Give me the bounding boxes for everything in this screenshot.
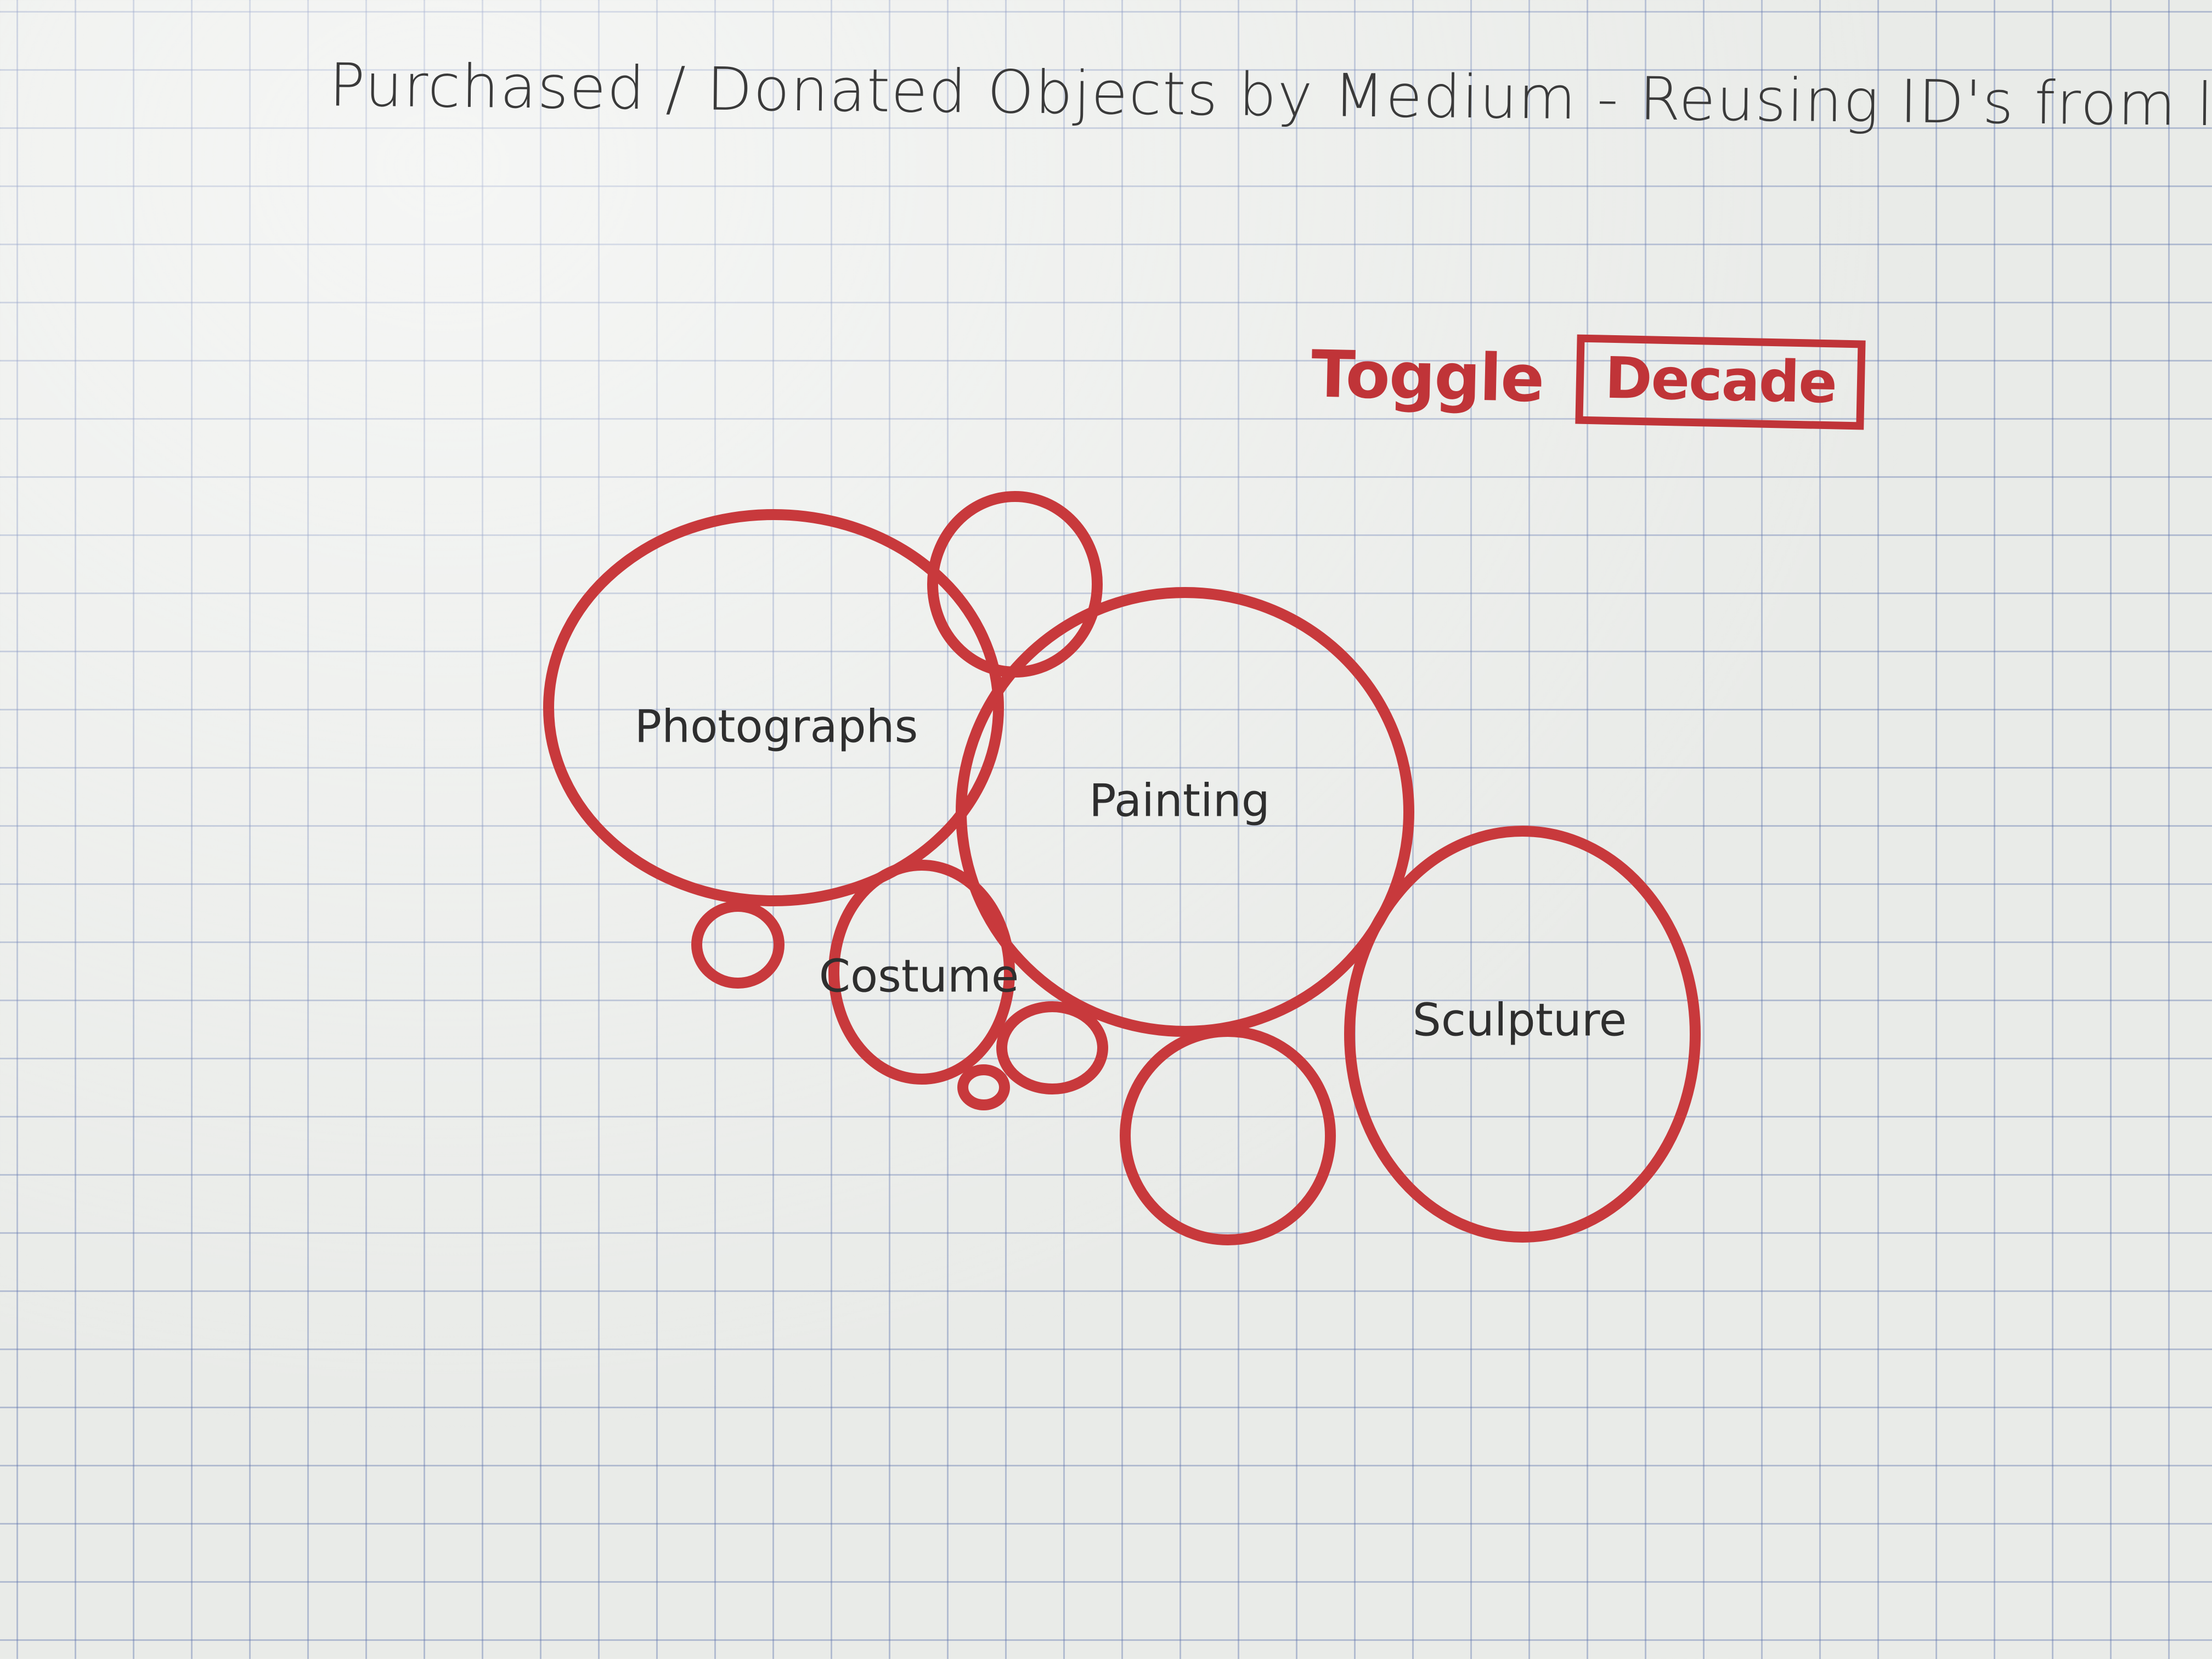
bubble-painting[interactable]: Painting	[956, 587, 1414, 1037]
bubble-photographs[interactable]: Photographs	[543, 509, 1004, 906]
bubble-unlabeled-small-left[interactable]	[691, 901, 785, 989]
bubble-unlabeled-top[interactable]	[927, 491, 1103, 678]
bubble-label-sculpture: Sculpture	[1413, 994, 1627, 1046]
bubble-unlabeled-small-right[interactable]	[996, 1001, 1108, 1094]
bubble-label-painting: Painting	[1089, 775, 1270, 827]
bubble-unlabeled-tiny[interactable]	[957, 1064, 1010, 1110]
bubble-sculpture[interactable]: Sculpture	[1344, 826, 1701, 1243]
bubble-costume[interactable]: Costume	[819, 860, 1019, 1085]
bubble-label-costume: Costume	[819, 950, 1019, 1002]
bubble-unlabeled-bottom[interactable]	[1120, 1026, 1336, 1245]
bubble-label-photographs: Photographs	[635, 701, 918, 753]
